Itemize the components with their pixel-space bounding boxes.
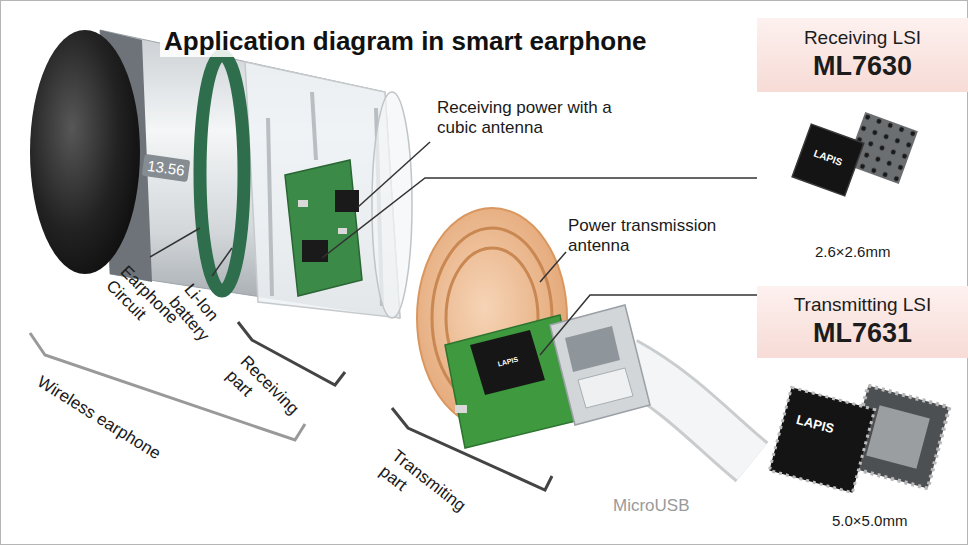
component [298,200,308,207]
usb-connector [550,305,650,425]
leader-line [540,295,757,355]
usb-cable [625,362,752,462]
transmitter-chip [470,330,545,395]
usb-cable [625,362,752,462]
battery-ring [200,55,244,291]
print-patch [142,154,191,182]
leader-line [540,252,566,282]
component [338,228,347,234]
part-number: ML7630 [813,50,912,82]
receiver-pcb [285,160,362,296]
connector-name: MicroUSB [613,496,690,516]
dimension: 5.0×5.0mm [832,512,907,529]
dimension: 2.6×2.6mm [815,243,890,260]
leader-line [358,142,430,207]
diagram-title: Application diagram in smart earphone [160,26,651,57]
chip-front [792,124,864,196]
ear-tip [30,30,140,274]
panel-heading: Transmitting LSI [794,294,932,317]
cubic-antenna [335,190,359,212]
panel-heading: Receiving LSI [804,27,921,50]
group-name: Wireless earphone [34,372,165,464]
chip-front [769,387,874,492]
coil-turn [432,228,552,408]
callout-text: Power transmission antenna [568,216,748,255]
end-cap [372,92,412,318]
chip-pad [866,405,930,469]
receiver-chip [302,240,328,262]
leader-line [212,248,232,276]
part-number: ML7631 [813,317,912,349]
callout-text: Receiving power with a cubic antenna [437,98,642,137]
usb-opening [565,326,620,372]
spacer [0,0,566,1]
usb-housing [578,368,633,408]
leader-line [150,228,200,257]
pin [312,92,316,160]
chip-panel: Transmitting LSIML7631 [757,286,968,358]
component [455,405,467,413]
chip-panel: Receiving LSIML7630 [757,18,968,92]
group-name: Transmiting part [376,446,483,541]
pin [268,118,272,296]
earphone-body [100,30,400,318]
